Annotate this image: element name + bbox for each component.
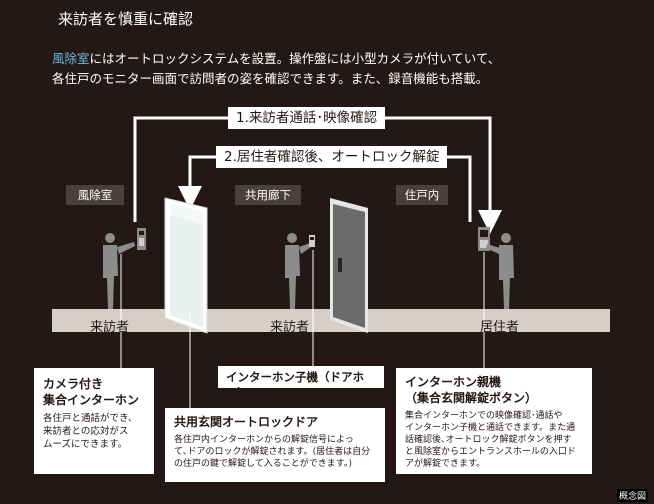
callout-master-intercom: インターホン親機 （集合玄関解錠ボタン） 集合インターホンでの映像確認･通話や … — [396, 368, 592, 474]
callout-master-title-1: インターホン親機 — [405, 375, 502, 389]
callout-autolock-title: 共用玄関オートロックドア — [174, 415, 319, 429]
callout-master-body: 集合インターホンでの映像確認･通話や インターホン子機と通話できます。また通 話… — [405, 410, 583, 470]
callout-autolock-body-line: て､ドアのロックが解錠されます。(居住者は自分 — [174, 447, 371, 457]
callout-camera-title-1: カメラ付き — [43, 377, 104, 391]
intro-line-1: 風除室にはオートロックシステムを設置。操作盤には小型カメラが付いていて、 — [52, 48, 500, 67]
callout-autolock-body-line: の住戸の鍵で解錠して入ることができます。) — [174, 459, 352, 469]
autolock-door-icon — [164, 197, 208, 334]
doorphone-icon — [309, 235, 315, 247]
zone-label-corridor: 共用廊下 — [235, 185, 301, 205]
callout-master-title-2: （集合玄関解錠ボタン） — [405, 391, 538, 405]
zone-label-lobby: 風除室 — [66, 185, 124, 205]
apartment-door-icon — [330, 198, 368, 333]
callout-autolock-body: 各住戸内インターホンからの解錠信号によっ て､ドアのロックが解錠されます。(居住… — [174, 434, 376, 470]
callout-master-body-line: 話確認後､オートロック解錠ボタンを押す — [405, 435, 572, 445]
floor-label-resident: 居住者 — [480, 320, 520, 335]
callout-master-body-line: インターホン子機と通話できます。また通 — [405, 423, 576, 433]
floor-label-visitor-2: 来訪者 — [270, 320, 310, 335]
zone-label-residence: 住戸内 — [396, 185, 448, 205]
intro-highlight: 風除室 — [52, 51, 90, 66]
flow-step-2-label: 2.居住者確認後、オートロック解錠 — [216, 146, 448, 168]
callout-camera-intercom: カメラ付き 集合インターホン 各住戸と通話ができ、 来訪者との応対がス ムーズに… — [34, 368, 154, 474]
callout-doorphone: インターホン子機（ドアホン） — [218, 366, 384, 400]
visitor-figure-corridor — [285, 233, 311, 309]
callout-master-body-line: アが解錠できます。 — [405, 459, 486, 469]
callout-camera-body-line: ムーズにできます。 — [43, 439, 128, 450]
callout-camera-body-line: 各住戸と通話ができ、 — [43, 413, 138, 424]
callout-master-body-line: と風除室からエントランスホールの入口ド — [405, 447, 576, 457]
intro-line-1-rest: にはオートロックシステムを設置。操作盤には小型カメラが付いていて、 — [89, 51, 501, 66]
callout-camera-title-2: 集合インターホン — [43, 393, 140, 407]
callout-camera-body: 各住戸と通話ができ、 来訪者との応対がス ムーズにできます。 — [43, 412, 145, 451]
concept-note-label: 概念図 — [616, 489, 648, 502]
callout-autolock-door: 共用玄関オートロックドア 各住戸内インターホンからの解錠信号によっ て､ドアのロ… — [165, 408, 385, 482]
intro-line-2: 各住戸のモニター画面で訪問者の姿を確認できます。また、録音機能も搭載。 — [52, 71, 489, 86]
flow-step-1-label: 1.来訪者通話･映像確認 — [228, 107, 386, 129]
page-title: 来訪者を慎重に確認 — [58, 10, 194, 28]
lobby-intercom-icon — [137, 228, 146, 250]
callout-camera-body-line: 来訪者との応対がス — [43, 426, 129, 437]
resident-figure — [486, 233, 514, 309]
callout-doorphone-title: インターホン子機（ドアホン） — [226, 370, 364, 400]
visitor-figure-lobby — [103, 233, 135, 309]
callout-master-body-line: 集合インターホンでの映像確認･通話や — [405, 411, 563, 421]
floor-label-visitor-1: 来訪者 — [90, 320, 130, 335]
callout-autolock-body-line: 各住戸内インターホンからの解錠信号によっ — [174, 435, 354, 445]
